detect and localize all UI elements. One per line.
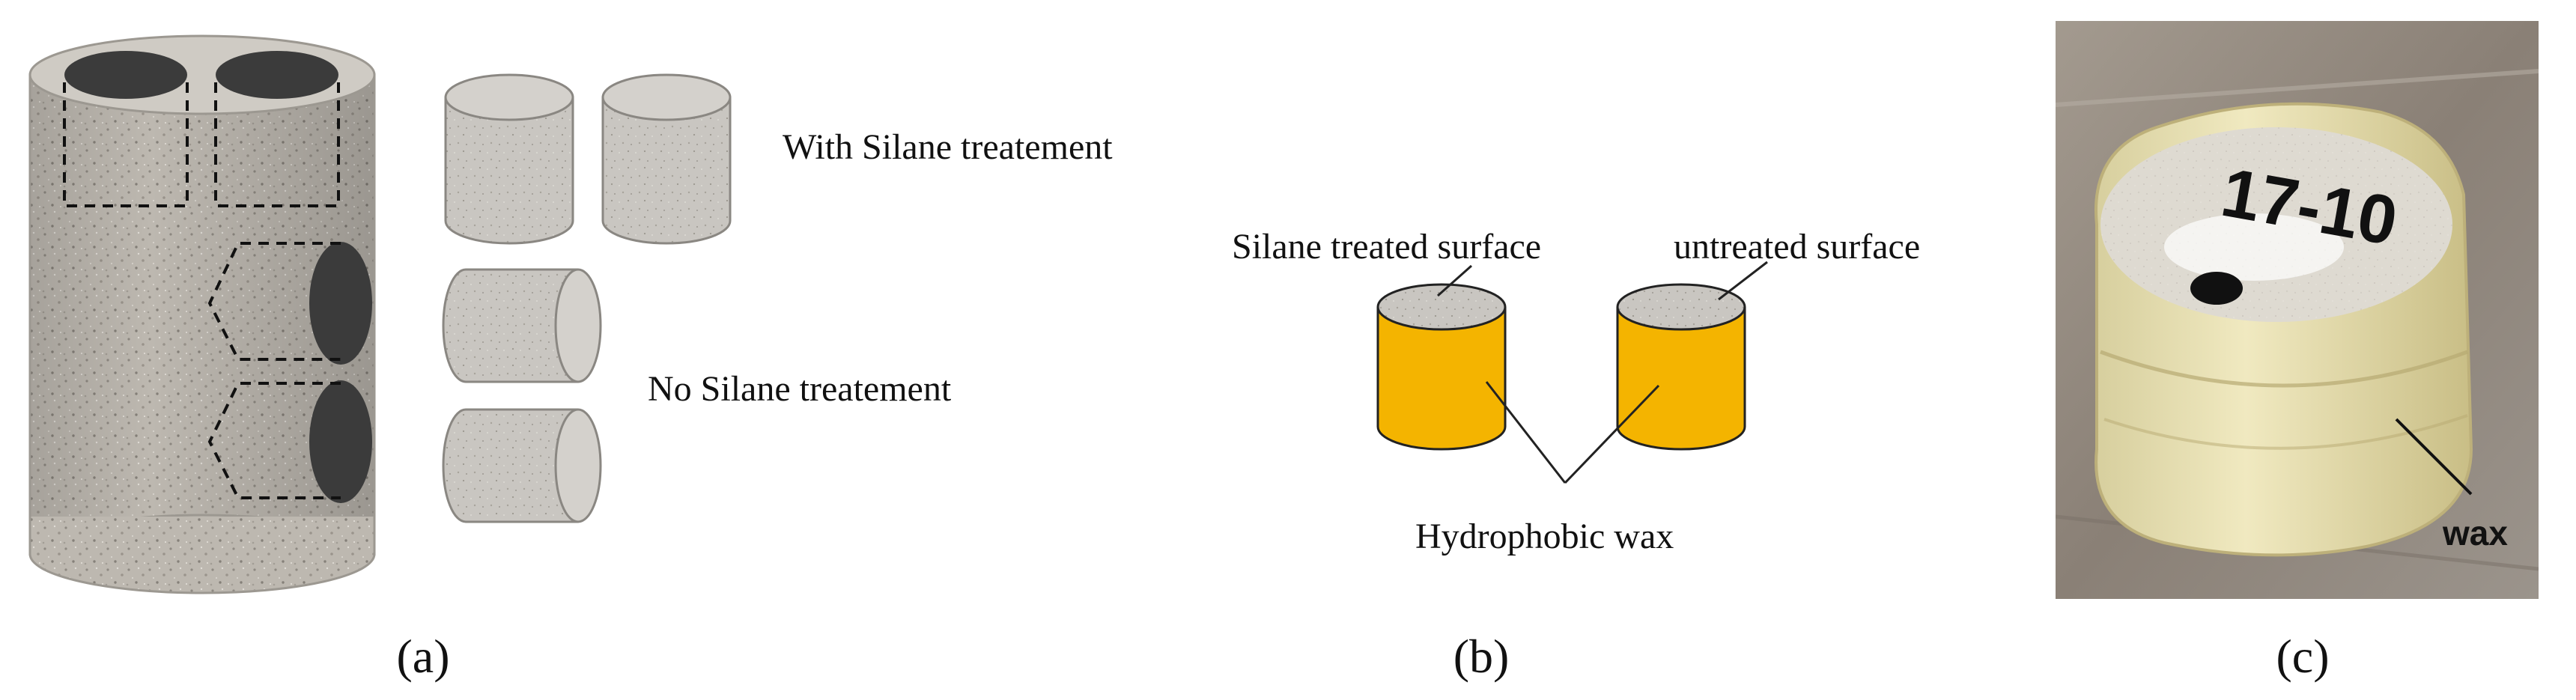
label-wax: wax [2442,514,2508,553]
panel-b: Silane treated surface untreated surface… [1232,227,1920,683]
dashed-cores-side [207,242,341,499]
caption-b: (b) [1453,630,1510,683]
core-hole-side-lower [309,380,372,503]
cylinder-horizontal-2 [442,408,602,523]
label-silane-treated-surface: Silane treated surface [1232,227,1541,267]
untreated-top [1616,283,1746,331]
label-with-silane: With Silane treatement [783,127,1113,167]
caption-a: (a) [396,630,449,683]
core-hole-top-left [64,51,187,99]
label-no-silane: No Silane treatement [648,369,952,409]
panel-c: 17-10 wax (c) [2056,21,2539,683]
photo: 17-10 [2056,21,2539,599]
wax-leader-line [2395,418,2473,496]
label-untreated-surface: untreated surface [1674,227,1920,267]
caption-c: (c) [2276,630,2329,683]
cylinder-vertical-2 [601,73,732,245]
cylinder-horizontal-1 [442,268,602,383]
leader-lines-b [1437,261,1768,484]
label-hydrophobic-wax: Hydrophobic wax [1415,517,1674,556]
core-hole-top-right [216,51,338,99]
cylinder-vertical-1 [444,73,574,245]
wax-cylinder-right [1616,283,1746,451]
wax-cylinder-left [1376,283,1507,451]
panel-a: With Silane treatement No Silane treatem… [28,34,1113,683]
dashed-cores-top [63,82,340,207]
core-hole-side-upper [309,242,372,365]
silane-treated-top [1376,283,1507,331]
